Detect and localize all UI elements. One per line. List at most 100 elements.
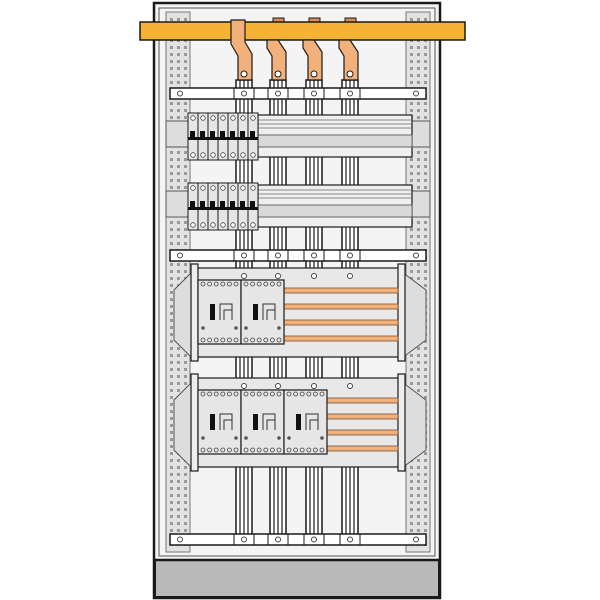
plate-hole [347, 383, 353, 389]
perforation [424, 487, 427, 490]
terminal [299, 447, 305, 453]
perforation [424, 228, 427, 231]
perforation [424, 375, 427, 378]
terminal [200, 447, 206, 453]
perforation [170, 81, 173, 84]
perforation [424, 515, 427, 518]
terminal [293, 391, 299, 397]
perforation [170, 298, 173, 301]
terminal [319, 391, 325, 397]
perforation [170, 508, 173, 511]
copper-link [230, 19, 253, 81]
perforation [170, 529, 173, 532]
perforation [184, 501, 187, 504]
support-hole [177, 90, 183, 97]
perforation [177, 172, 180, 175]
perforation [177, 501, 180, 504]
mccb-handle [253, 414, 258, 430]
perforation [177, 354, 180, 357]
plate-flange [190, 373, 199, 472]
terminal-screw [210, 185, 216, 191]
perforation [410, 242, 413, 245]
perforation [410, 46, 413, 49]
perforation [410, 228, 413, 231]
terminal [286, 447, 292, 453]
clamp [267, 249, 289, 262]
perforation [417, 102, 420, 105]
clamp [303, 249, 325, 262]
perforation [424, 60, 427, 63]
perforation [410, 60, 413, 63]
perforation [170, 242, 173, 245]
rail-bracket [165, 190, 189, 218]
screw [234, 436, 238, 440]
mcb-toggle [200, 201, 205, 207]
perforation [424, 235, 427, 238]
perforation [417, 368, 420, 371]
perforation [177, 361, 180, 364]
perforation [170, 312, 173, 315]
terminal [207, 447, 213, 453]
plate-hole [241, 273, 247, 279]
perforation [410, 165, 413, 168]
perforation [424, 116, 427, 119]
perforation [177, 102, 180, 105]
perforation [410, 354, 413, 357]
mcb-toggle [250, 201, 255, 207]
clamp [267, 87, 289, 100]
perforation [417, 165, 420, 168]
perforation [417, 270, 420, 273]
perforation [177, 235, 180, 238]
terminal-screw [210, 115, 216, 121]
perforation [410, 74, 413, 77]
perforation [177, 74, 180, 77]
support-hole [177, 536, 183, 543]
perforation [424, 473, 427, 476]
perforation [410, 81, 413, 84]
mccb-handle [210, 414, 215, 430]
terminal-screw [220, 152, 226, 158]
terminal [233, 281, 239, 287]
terminal [256, 281, 262, 287]
perforation [170, 151, 173, 154]
clamp [233, 533, 255, 546]
perforation [177, 515, 180, 518]
mcb-toggle [240, 201, 245, 207]
terminal [207, 281, 213, 287]
plinth [154, 559, 440, 598]
perforation [170, 382, 173, 385]
cabinet-inner-line [158, 7, 436, 557]
support-hole [275, 536, 281, 543]
terminal [220, 337, 226, 343]
perforation [177, 473, 180, 476]
perforation [184, 508, 187, 511]
perforation [170, 102, 173, 105]
terminal [243, 447, 249, 453]
support-bar [169, 249, 427, 262]
perforation [410, 179, 413, 182]
clamp [339, 87, 361, 100]
perforation [170, 375, 173, 378]
mcb-toggle [200, 131, 205, 137]
perforation [424, 382, 427, 385]
support-hole [275, 252, 281, 259]
perforation [424, 270, 427, 273]
terminal [226, 447, 232, 453]
terminal [213, 391, 219, 397]
perforation [410, 109, 413, 112]
clamp [339, 249, 361, 262]
perforation [177, 228, 180, 231]
perforation [177, 529, 180, 532]
clamp [233, 249, 255, 262]
terminal [306, 391, 312, 397]
perforation [177, 270, 180, 273]
terminal [299, 391, 305, 397]
copper-link [266, 39, 287, 81]
terminal-screw [250, 185, 256, 191]
perforation [410, 277, 413, 280]
terminal [200, 281, 206, 287]
terminal [276, 391, 282, 397]
main-busbar-bar [139, 21, 466, 41]
perforation [424, 522, 427, 525]
perforation [417, 46, 420, 49]
